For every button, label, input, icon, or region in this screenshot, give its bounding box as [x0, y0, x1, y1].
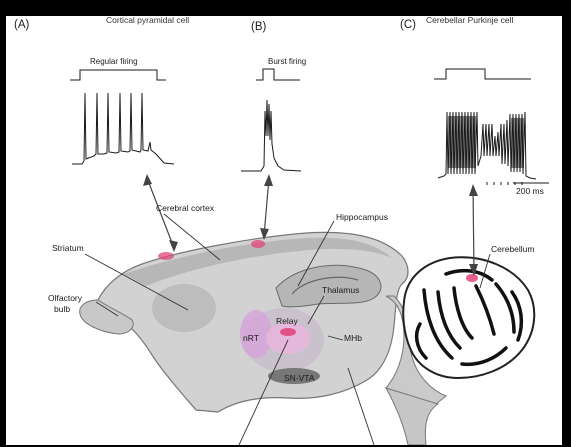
label-thalamus: Thalamus — [322, 286, 359, 295]
panel-letter-b: (B) — [251, 22, 266, 34]
figure-panel: (A) Cortical pyramidal cell Regular firi… — [6, 16, 562, 445]
stimulus-label-a: Regular firing — [90, 58, 138, 66]
label-nrt: nRT — [243, 334, 259, 343]
label-relay: Relay — [276, 317, 298, 326]
stimulus-step-b — [256, 69, 300, 80]
label-olfactory: Olfactory — [48, 294, 82, 303]
cell-title-c: Cerebellar Purkinje cell — [426, 16, 513, 25]
voltage-trace-a — [72, 93, 174, 164]
label-bulb: bulb — [54, 305, 70, 314]
recording-spot-cortex-b — [251, 240, 265, 248]
recording-spot-cerebellum — [466, 274, 478, 282]
stimulus-step-c — [434, 69, 531, 79]
brain-section — [80, 232, 535, 445]
label-hippocampus: Hippocampus — [336, 213, 388, 222]
stimulus-step-a — [70, 70, 166, 80]
recording-spot-cortex-a — [158, 252, 174, 260]
scale-bar-label: 200 ms — [516, 187, 544, 196]
label-mhb: MHb — [344, 334, 362, 343]
panel-letter-a: (A) — [14, 20, 29, 32]
label-cerebral-cortex: Cerebral cortex — [156, 204, 214, 213]
panel-letter-c: (C) — [400, 20, 416, 32]
label-striatum: Striatum — [52, 244, 84, 253]
label-sn-vta: SN-VTA — [284, 374, 315, 383]
label-cerebellum: Cerebellum — [491, 245, 534, 254]
voltage-trace-b — [241, 100, 301, 171]
voltage-trace-c — [438, 112, 536, 179]
stimulus-label-b: Burst firing — [268, 58, 306, 66]
cell-title-a: Cortical pyramidal cell — [106, 16, 189, 25]
